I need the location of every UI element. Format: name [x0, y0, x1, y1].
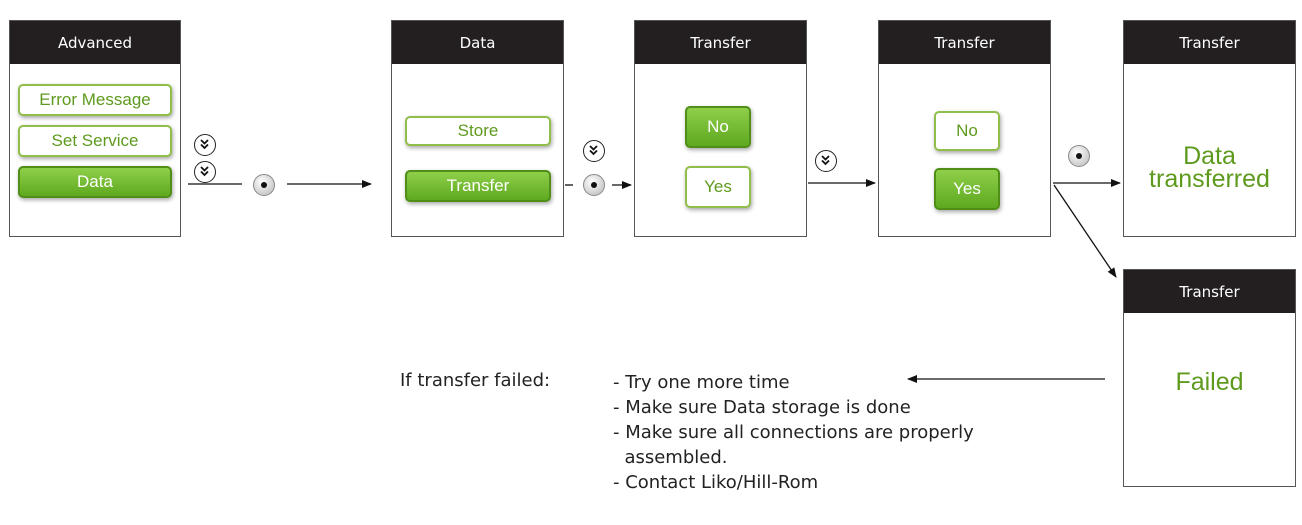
- down-arrow-button-icon: [194, 161, 216, 183]
- failure-note-item: - Make sure Data storage is done: [613, 397, 911, 418]
- screen-title: Transfer: [635, 21, 806, 64]
- status-message-line-2: transferred: [1149, 165, 1270, 193]
- select-button-icon: [253, 174, 275, 196]
- arrow-line: [1053, 184, 1117, 278]
- failure-note-item: - Make sure all connections are properly: [613, 422, 974, 443]
- menu-item-set-service[interactable]: Set Service: [18, 125, 172, 157]
- screen-title: Transfer: [879, 21, 1050, 64]
- screen-transfer-failed: Transfer Failed: [1123, 269, 1296, 487]
- failure-note-label: If transfer failed:: [400, 370, 551, 391]
- down-arrow-button-icon: [815, 150, 837, 172]
- failure-note-list: - Try one more time - Make sure Data sto…: [613, 370, 974, 495]
- option-no[interactable]: No: [685, 106, 751, 148]
- screen-title: Transfer: [1124, 21, 1295, 64]
- menu-item-data[interactable]: Data: [18, 166, 172, 198]
- failure-note-item: - Try one more time: [613, 372, 790, 393]
- down-arrow-button-icon: [194, 134, 216, 156]
- menu-item-store[interactable]: Store: [405, 116, 551, 146]
- option-yes[interactable]: Yes: [934, 168, 1000, 210]
- select-button-icon: [583, 174, 605, 196]
- screen-data: Data Store Transfer: [391, 20, 564, 237]
- screen-advanced: Advanced Error Message Set Service Data: [9, 20, 181, 237]
- menu-item-error-message[interactable]: Error Message: [18, 84, 172, 116]
- option-yes[interactable]: Yes: [685, 166, 751, 208]
- screen-title: Transfer: [1124, 270, 1295, 313]
- screen-transfer-no-selected: Transfer No Yes: [634, 20, 807, 237]
- screen-title: Data: [392, 21, 563, 64]
- select-button-icon: [1068, 145, 1090, 167]
- down-arrow-button-icon: [583, 140, 605, 162]
- screen-title: Advanced: [10, 21, 180, 64]
- screen-transfer-done: Transfer Data transferred: [1123, 20, 1296, 237]
- option-no[interactable]: No: [934, 111, 1000, 151]
- screen-transfer-yes-selected: Transfer No Yes: [878, 20, 1051, 237]
- status-message: Failed: [1175, 368, 1244, 396]
- failure-note-item: - Contact Liko/Hill-Rom: [613, 472, 819, 493]
- failure-note-item: assembled.: [613, 447, 728, 468]
- status-message-line-1: Data: [1183, 142, 1236, 170]
- menu-item-transfer[interactable]: Transfer: [405, 170, 551, 202]
